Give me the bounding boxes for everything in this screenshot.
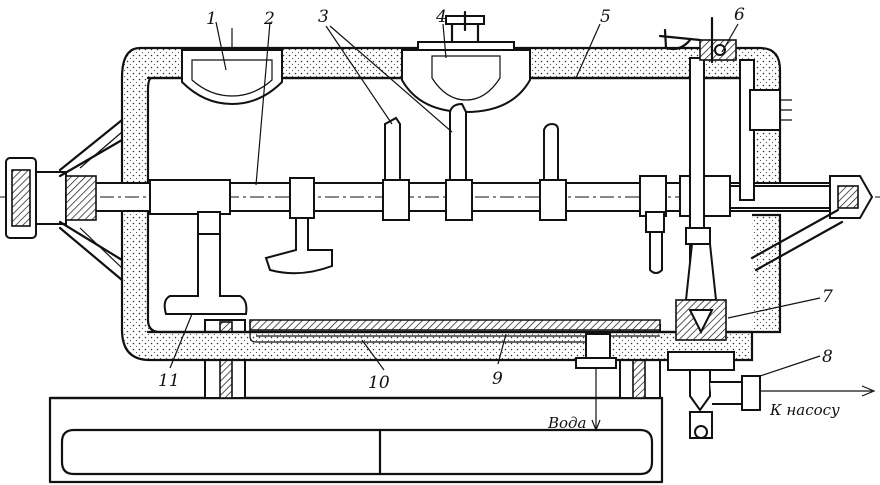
base-frame xyxy=(48,396,664,484)
bottom-scraper xyxy=(163,211,248,315)
callout-5: 5 xyxy=(600,7,611,27)
drain-valve xyxy=(667,227,761,439)
to-pump-label: К насосу xyxy=(769,401,840,419)
agitator-paddles xyxy=(264,102,665,275)
callout-1: 1 xyxy=(206,9,217,29)
left-drive-end xyxy=(5,118,124,282)
water-label: Вода xyxy=(547,414,587,432)
callout-labels: 1 2 3 4 5 6 7 8 9 10 11 xyxy=(158,5,833,393)
callout-7: 7 xyxy=(822,287,833,307)
callout-4: 4 xyxy=(435,7,447,27)
heating-jacket xyxy=(249,319,661,343)
callout-3: 3 xyxy=(318,7,329,27)
callout-9: 9 xyxy=(492,369,503,389)
callout-6: 6 xyxy=(734,5,745,25)
callout-11: 11 xyxy=(158,371,180,391)
callout-10: 10 xyxy=(368,373,390,393)
loading-hatch xyxy=(181,28,283,106)
leader-lines xyxy=(169,21,821,377)
pump-arrow xyxy=(760,385,876,397)
callout-2: 2 xyxy=(263,9,275,29)
water-outlet xyxy=(575,333,617,432)
callout-8: 8 xyxy=(822,347,833,367)
sight-glass xyxy=(401,10,531,114)
